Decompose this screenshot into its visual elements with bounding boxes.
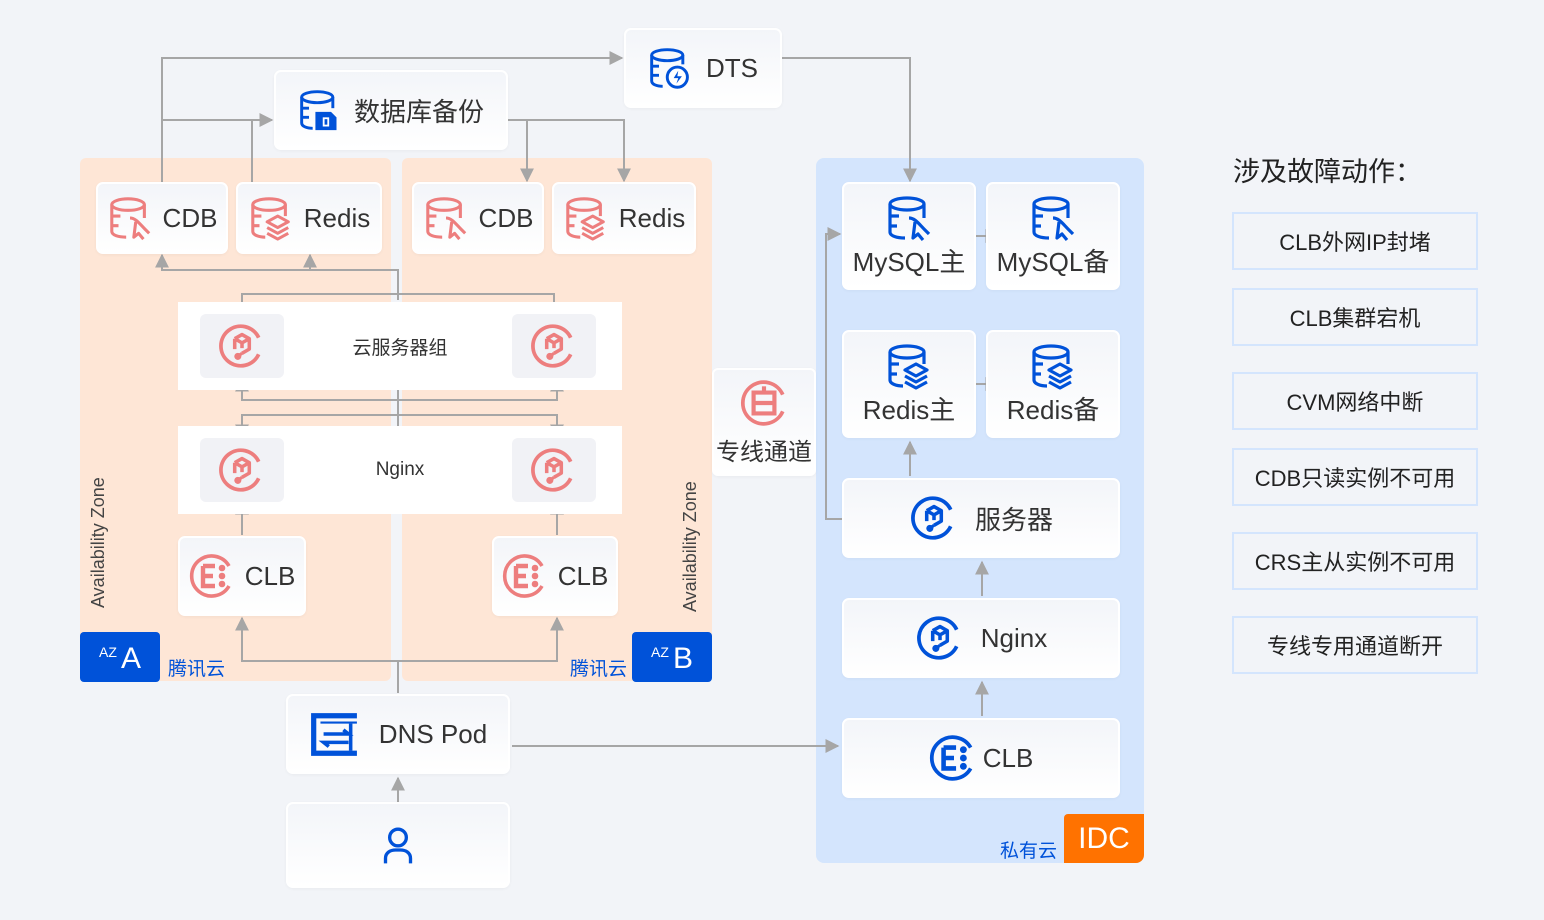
nginx-group: Nginx — [178, 426, 622, 514]
clb-b-node[interactable]: CLB — [492, 536, 618, 616]
fault-cvm-network-interrupt[interactable]: CVM网络中断 — [1232, 372, 1478, 430]
mysql-slave-node[interactable]: MySQL备 — [986, 182, 1120, 290]
dedicated-line-node[interactable]: 专线通道 — [712, 368, 816, 476]
dts-label: DTS — [706, 52, 758, 83]
az-b-badge: AZ B — [632, 632, 712, 682]
az-a-letter: A — [120, 642, 141, 675]
cvm-icon — [529, 445, 579, 495]
redis-slave-node[interactable]: Redis备 — [986, 330, 1120, 438]
dts-node[interactable]: DTS — [624, 28, 782, 108]
mysql-master-node[interactable]: MySQL主 — [842, 182, 976, 290]
server-group-label: 云服务器组 — [352, 337, 448, 359]
redis-master-node[interactable]: Redis主 — [842, 330, 976, 438]
database-lightning-icon — [648, 46, 692, 90]
idc-server-node[interactable]: 服务器 — [842, 478, 1120, 558]
idc-nginx-label: Nginx — [980, 622, 1048, 653]
dedicated-line-icon — [739, 378, 789, 428]
clb-icon — [929, 733, 979, 783]
server-b[interactable] — [512, 314, 596, 378]
az-a-badge: AZ A — [80, 632, 160, 682]
redis-a-node[interactable]: Redis — [236, 182, 382, 254]
mysql-icon — [885, 194, 933, 242]
cvm-icon — [529, 321, 579, 371]
clb-a-node[interactable]: CLB — [178, 536, 306, 616]
cdb-icon — [107, 195, 153, 241]
fault-dedicated-line-disconnect[interactable]: 专线专用通道断开 — [1232, 616, 1478, 674]
nginx-group-label: Nginx — [375, 459, 425, 480]
az-a-prefix: AZ — [99, 644, 117, 660]
cvm-icon — [217, 321, 267, 371]
redis-slave-label: Redis备 — [1006, 394, 1100, 425]
nginx-a[interactable] — [200, 438, 284, 502]
server-group: 云服务器组 — [178, 302, 622, 390]
dns-pod-label: DNS Pod — [378, 718, 488, 749]
cdb-a-node[interactable]: CDB — [96, 182, 228, 254]
db-backup-label: 数据库备份 — [353, 96, 484, 127]
zone-a-vertical-label: Availability Zone — [88, 477, 108, 608]
fault-cdb-readonly-unavailable[interactable]: CDB只读实例不可用 — [1232, 448, 1478, 506]
zone-a-cloud-label: 腾讯云 — [168, 659, 226, 680]
user-icon — [378, 823, 418, 867]
redis-master-label: Redis主 — [862, 394, 956, 425]
nginx-b[interactable] — [512, 438, 596, 502]
mysql-master-label: MySQL主 — [852, 246, 966, 277]
database-backup-icon — [298, 88, 342, 132]
az-b-letter: B — [672, 642, 693, 675]
cdb-icon — [423, 195, 469, 241]
server-a[interactable] — [200, 314, 284, 378]
cdb-b-node[interactable]: CDB — [412, 182, 544, 254]
cdb-b-label: CDB — [478, 202, 534, 233]
redis-icon — [248, 195, 294, 241]
dns-icon — [309, 709, 359, 759]
redis-b-label: Redis — [618, 202, 686, 233]
redis-a-label: Redis — [303, 202, 371, 233]
fault-clb-cluster-down[interactable]: CLB集群宕机 — [1232, 288, 1478, 346]
cvm-icon — [909, 493, 959, 543]
dedicated-line-label: 专线通道 — [716, 438, 812, 466]
fault-actions-title: 涉及故障动作： — [1233, 157, 1422, 187]
fault-clb-ip-block[interactable]: CLB外网IP封堵 — [1232, 212, 1478, 270]
idc-clb-node[interactable]: CLB — [842, 718, 1120, 798]
clb-a-label: CLB — [244, 560, 296, 591]
cdb-a-label: CDB — [162, 202, 218, 233]
redis-icon — [563, 195, 609, 241]
mysql-icon — [1029, 194, 1077, 242]
mysql-slave-label: MySQL备 — [996, 246, 1110, 277]
idc-nginx-node[interactable]: Nginx — [842, 598, 1120, 678]
idc-badge: IDC — [1064, 814, 1144, 863]
user-node[interactable] — [286, 802, 510, 888]
zone-b-vertical-label: Availability Zone — [680, 481, 700, 612]
db-backup-node[interactable]: 数据库备份 — [274, 70, 508, 150]
redis-icon — [885, 342, 933, 390]
clb-icon — [189, 552, 237, 600]
cvm-icon — [217, 445, 267, 495]
redis-b-node[interactable]: Redis — [552, 182, 696, 254]
clb-icon — [502, 552, 550, 600]
dns-pod-node[interactable]: DNS Pod — [286, 694, 510, 774]
idc-cloud-label: 私有云 — [1000, 841, 1058, 862]
idc-server-label: 服务器 — [974, 504, 1053, 535]
az-b-prefix: AZ — [651, 644, 669, 660]
idc-clb-label: CLB — [982, 742, 1034, 773]
fault-crs-master-slave-unavailable[interactable]: CRS主从实例不可用 — [1232, 532, 1478, 590]
redis-icon — [1029, 342, 1077, 390]
zone-b-cloud-label: 腾讯云 — [570, 659, 628, 680]
clb-b-label: CLB — [557, 560, 609, 591]
cvm-icon — [915, 613, 965, 663]
